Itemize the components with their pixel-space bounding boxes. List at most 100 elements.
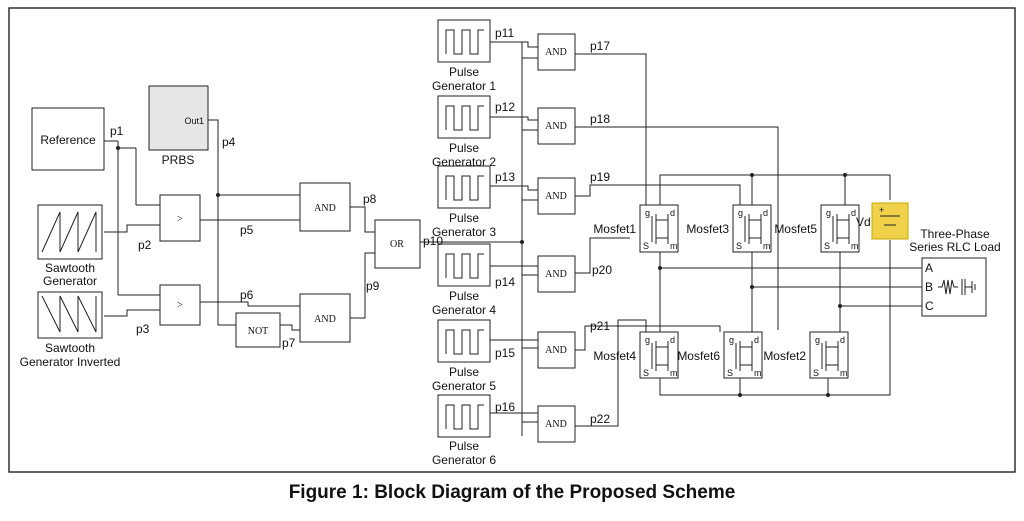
three-phase-rlc-load[interactable]: Three-Phase Series RLC Load A B C (909, 227, 1001, 317)
comparator-1[interactable]: > (159, 194, 201, 242)
signal-p5: p5 (240, 223, 254, 237)
signal-p13: p13 (495, 170, 515, 184)
and-gate-p17[interactable]: AND (537, 33, 576, 71)
signal-p11: p11 (495, 26, 514, 40)
signal-p15: p15 (495, 346, 515, 360)
and-gate-p18-label: AND (545, 121, 567, 132)
mosfet-4-d-pin: d (670, 335, 675, 345)
signal-p2: p2 (138, 238, 152, 252)
mosfet-5-label: Mosfet5 (774, 222, 817, 236)
signal-p21: p21 (590, 319, 610, 333)
mosfet-5-s-pin: S (824, 241, 830, 251)
prbs-block[interactable]: Out1 PRBS (148, 85, 209, 167)
mosfet-5-d-pin: d (851, 208, 856, 218)
mosfet-4-s-pin: S (643, 368, 649, 378)
and-gate-p22[interactable]: AND (537, 405, 576, 443)
sawtooth-inverted-label-1: Sawtooth (45, 341, 95, 355)
or-gate-label: OR (390, 239, 404, 250)
and-gate-p21[interactable]: AND (537, 331, 576, 369)
signal-p16: p16 (495, 400, 515, 414)
pulse-generator-1[interactable]: Pulse Generator 1 (432, 19, 496, 93)
mosfet-2[interactable]: g d S m Mosfet2 (763, 331, 849, 379)
pulse-generator-6[interactable]: Pulse Generator 6 (432, 394, 496, 467)
mosfet-1-s-pin: S (643, 241, 649, 251)
and-gate-2-label: AND (314, 314, 336, 325)
pulse-wave-icon (445, 253, 484, 279)
load-port-b: B (925, 280, 933, 294)
sawtooth-label-2: Generator (43, 274, 97, 288)
not-gate[interactable]: NOT (235, 312, 281, 348)
mosfet-2-d-pin: d (840, 335, 845, 345)
and-gate-1[interactable]: AND (299, 182, 351, 232)
signal-p6: p6 (240, 288, 254, 302)
mosfet-5-m-pin: m (851, 241, 859, 251)
or-gate[interactable]: OR (374, 219, 421, 269)
inverted-sawtooth-wave-icon (41, 295, 97, 333)
comparator-2[interactable]: > (159, 284, 201, 326)
mosfet-6-g-pin: g (729, 335, 734, 345)
mosfet-3[interactable]: g d S m Mosfet3 (686, 204, 772, 253)
and-gate-p20[interactable]: AND (537, 255, 576, 293)
mosfet-4-g-pin: g (645, 335, 650, 345)
mosfet-2-m-pin: m (840, 368, 848, 378)
dc-voltage-source[interactable]: + Vd (856, 202, 909, 240)
pulse-wave-icon (445, 404, 484, 430)
reference-block[interactable]: Reference (31, 107, 105, 171)
pulse-gen-label-3: Generator 3 (432, 225, 496, 239)
mosfet-2-s-pin: S (813, 368, 819, 378)
mosfet-3-d-pin: d (763, 208, 768, 218)
pulse-label-5: Pulse (449, 365, 479, 379)
mosfet-1[interactable]: g d S m Mosfet1 (593, 204, 679, 253)
sawtooth-generator-block[interactable]: Sawtooth Generator (37, 204, 103, 288)
pulse-gen-label-5: Generator 5 (432, 379, 496, 393)
signal-p12: p12 (495, 100, 515, 114)
not-gate-label: NOT (248, 326, 269, 337)
comparator-1-label: > (177, 214, 183, 225)
and-gate-p18[interactable]: AND (537, 107, 576, 145)
mosfet-1-m-pin: m (670, 241, 678, 251)
mosfet-5[interactable]: g d S m Mosfet5 (774, 204, 860, 253)
pulse-label-6: Pulse (449, 439, 479, 453)
diagram-frame (8, 7, 1016, 473)
battery-plus-sign: + (879, 205, 884, 215)
pulse-generator-4[interactable]: Pulse Generator 4 (432, 243, 496, 317)
sawtooth-inverted-block[interactable]: Sawtooth Generator Inverted (20, 291, 121, 369)
signal-p4: p4 (222, 135, 236, 149)
signal-p19: p19 (590, 170, 610, 184)
load-label-1: Three-Phase (920, 227, 990, 241)
signal-p14: p14 (495, 275, 515, 289)
signal-p1: p1 (110, 124, 124, 138)
pulse-wave-icon (445, 175, 484, 201)
and-gate-p21-label: AND (545, 345, 567, 356)
and-gate-p19[interactable]: AND (537, 177, 576, 215)
and-gate-p22-label: AND (545, 419, 567, 430)
mosfet-3-m-pin: m (763, 241, 771, 251)
mosfet-6[interactable]: g d S m Mosfet6 (677, 331, 763, 379)
prbs-port-label: Out1 (184, 116, 204, 126)
load-port-a: A (925, 261, 933, 275)
sawtooth-inverted-label-2: Generator Inverted (20, 355, 121, 369)
and-gate-p20-label: AND (545, 269, 567, 280)
and-gate-p19-label: AND (545, 191, 567, 202)
signal-p8: p8 (363, 192, 377, 206)
mosfet-3-s-pin: S (736, 241, 742, 251)
mosfet-2-g-pin: g (815, 335, 820, 345)
mosfet-1-d-pin: d (670, 208, 675, 218)
load-label-2: Series RLC Load (909, 240, 1000, 254)
load-port-c: C (925, 299, 934, 313)
mosfet-3-label: Mosfet3 (686, 222, 729, 236)
and-gate-2[interactable]: AND (299, 293, 351, 343)
mosfet-6-label: Mosfet6 (677, 349, 720, 363)
pulse-label-4: Pulse (449, 289, 479, 303)
pulse-generator-2[interactable]: Pulse Generator 2 (432, 95, 496, 169)
pulse-generator-5[interactable]: Pulse Generator 5 (432, 319, 496, 393)
junction-dots (116, 146, 847, 397)
pulse-gen-label-1: Generator 1 (432, 79, 496, 93)
pulse-gen-label-6: Generator 6 (432, 453, 496, 467)
pulse-label-1: Pulse (449, 65, 479, 79)
mosfet-4[interactable]: g d S m Mosfet4 (593, 331, 679, 379)
pulse-wave-icon (445, 105, 484, 131)
signal-p17: p17 (590, 39, 610, 53)
pulse-generator-3[interactable]: Pulse Generator 3 (432, 165, 496, 239)
